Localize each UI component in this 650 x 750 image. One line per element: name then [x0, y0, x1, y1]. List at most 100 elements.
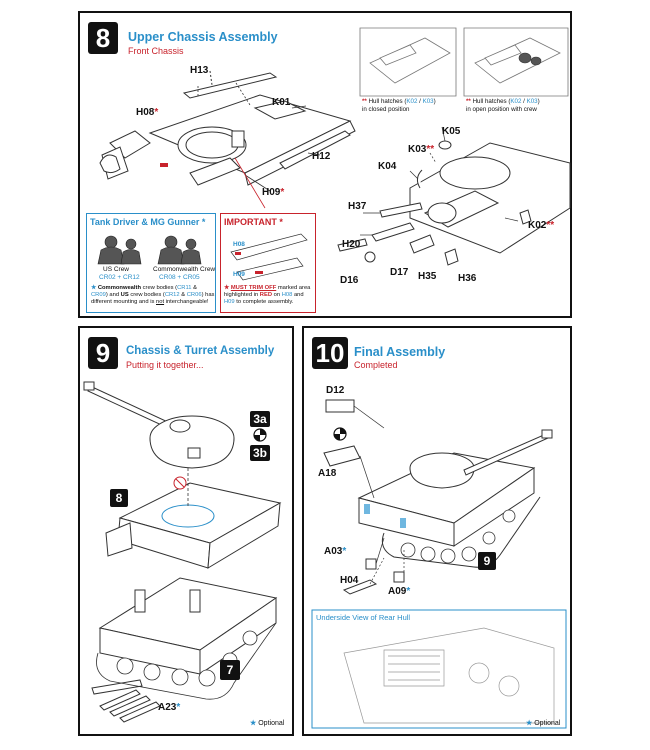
label-d16: D16: [340, 275, 359, 286]
crew-box-title-text: Tank Driver & MG Gunner: [90, 217, 200, 227]
label-a18: A18: [318, 468, 337, 479]
cw-crew-label: Commonwealth Crew: [153, 266, 216, 273]
step-title: Upper Chassis Assembly: [128, 30, 278, 44]
label-k03: K03**: [408, 144, 435, 155]
step-8-panel: 8 Upper Chassis Assembly Front Chassis: [78, 11, 572, 318]
important-note-h09: H09: [224, 299, 235, 305]
cw-crew-parts: CR08 + CR05: [159, 274, 200, 281]
step-number: 10: [312, 337, 348, 369]
hatch-open-prefix: Hull hatches (: [472, 98, 511, 105]
label-a09: A09*: [388, 586, 411, 597]
important-title-text: IMPORTANT: [224, 217, 277, 227]
step-number: 8: [88, 22, 118, 54]
underside-title: Underside View of Rear Hull: [316, 613, 411, 622]
important-note-1: marked area highlighted in: [224, 285, 311, 298]
step-9-panel: 9 Chassis & Turret Assembly Putting it t…: [78, 326, 294, 736]
label-k02: K02**: [528, 220, 555, 231]
hatch-closed-slash: /: [417, 98, 423, 105]
label-h04: H04: [340, 575, 359, 586]
label-k02-text: K02: [528, 220, 547, 231]
label-h35: H35: [418, 271, 437, 282]
crew-box-title: Tank Driver & MG Gunner *: [90, 217, 206, 227]
label-k04: K04: [378, 161, 397, 172]
crew-note-cr11: CR11: [177, 285, 192, 291]
label-h20: H20: [342, 239, 361, 250]
label-h12: H12: [312, 151, 331, 162]
important-note-must: MUST TRIM OFF: [230, 285, 277, 291]
label-h09-text: H09: [262, 187, 281, 198]
label-a03: A03*: [324, 546, 347, 557]
hatch-closed-suffix: ): [433, 98, 436, 105]
crew-note-us: US: [120, 292, 129, 298]
label-d12: D12: [326, 385, 345, 396]
step-title: Chassis & Turret Assembly: [126, 345, 275, 357]
important-note-2: on: [272, 292, 282, 298]
crew-note-2: ) and: [105, 292, 121, 298]
label-d17: D17: [390, 267, 409, 278]
crew-note-3: crew bodies (: [128, 292, 165, 298]
hatch-closed-k03: K03: [422, 98, 434, 105]
crew-box: Tank Driver & MG Gunner * US Crew CR02 +…: [86, 213, 216, 313]
label-h37: H37: [348, 201, 367, 212]
optional-legend-text: Optional: [258, 720, 285, 727]
hatch-open-suffix: ): [537, 98, 540, 105]
trim-detail-illustration: [230, 233, 308, 281]
hatch-open-line2: in open position with crew: [466, 105, 537, 113]
crew-note-4: ) has different mounting and is: [91, 292, 215, 305]
step-ref-3a: 3a: [250, 411, 270, 427]
crew-note-bold: Commonwealth: [97, 285, 141, 291]
crew-note-5: interchangeable!: [164, 299, 209, 305]
important-h08: H08: [233, 241, 245, 248]
hatch-open-k02: K02: [510, 98, 522, 105]
step-subtitle: Putting it together...: [126, 360, 204, 370]
step-ref-9: 9: [478, 552, 496, 570]
crew-note-1: crew bodies (: [141, 285, 178, 291]
step-10-panel: 10 Final Assembly Completed: [302, 326, 572, 736]
optional-legend: ★ Optional: [250, 720, 285, 727]
important-note-h08: H08: [281, 292, 293, 298]
step-ref-7: 7: [220, 660, 240, 680]
final-assembly-illustration: [304, 328, 574, 738]
step-number: 9: [88, 337, 118, 369]
chassis-turret-illustration: [80, 328, 296, 738]
hatch-closed-line2: in closed position: [362, 105, 410, 113]
important-box: IMPORTANT * H08 H09 ★ MUST TRIM OFF mark…: [220, 213, 316, 313]
important-note-3: and: [292, 292, 304, 298]
hatch-open-k03: K03: [526, 98, 538, 105]
optional-legend-text: Optional: [534, 720, 561, 727]
important-note: ★ MUST TRIM OFF marked area highlighted …: [224, 285, 311, 305]
label-a23: A23*: [158, 702, 181, 713]
label-k01: K01: [272, 97, 291, 108]
important-note-4: to complete assembly.: [234, 299, 294, 305]
hatch-open-caption: ** Hull hatches (K02 / K03) in open posi…: [466, 98, 540, 113]
label-h09: H09*: [262, 187, 285, 198]
hatch-closed-prefix: Hull hatches (: [368, 98, 407, 105]
label-a23-text: A23: [158, 702, 177, 713]
us-crew-label: US Crew: [103, 266, 130, 273]
crew-figures-illustration: [97, 235, 202, 265]
crew-note: ★ Commonwealth crew bodies (CR11 & CR09)…: [91, 285, 215, 305]
step-title: Final Assembly: [354, 345, 446, 359]
hatch-open-slash: /: [521, 98, 527, 105]
label-h36: H36: [458, 273, 477, 284]
optional-legend: ★ Optional: [526, 720, 561, 727]
label-h13: H13: [190, 65, 209, 76]
step-subtitle: Completed: [354, 360, 398, 370]
important-note-red: RED: [259, 292, 273, 298]
front-chassis-illustration: [80, 13, 574, 320]
label-a09-text: A09: [388, 586, 407, 597]
crew-note-amp1: &: [191, 285, 197, 291]
label-h08-text: H08: [136, 107, 155, 118]
crew-note-not: not: [156, 299, 165, 305]
crew-note-cr09: CR09: [91, 292, 106, 298]
crew-note-cr06: CR06: [186, 292, 202, 298]
us-crew-parts: CR02 + CR12: [99, 274, 140, 281]
label-h08: H08*: [136, 107, 159, 118]
label-k03-text: K03: [408, 144, 427, 155]
crew-note-amp2: &: [179, 292, 187, 298]
step-ref-8: 8: [110, 489, 128, 507]
step-ref-3b: 3b: [250, 445, 270, 461]
step-subtitle: Front Chassis: [128, 46, 184, 56]
important-h09: H09: [233, 271, 245, 278]
label-a03-text: A03: [324, 546, 343, 557]
